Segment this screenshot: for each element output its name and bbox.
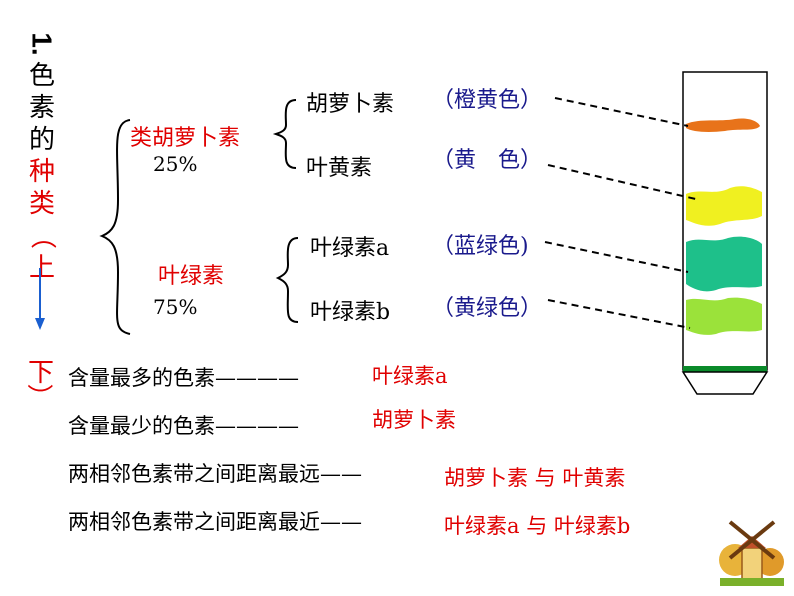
tube-bottom [681, 371, 769, 395]
direction-arrow-head [35, 318, 45, 330]
title-char: 色 [28, 61, 55, 91]
pigment-color-xanthophyll: （黄 色） [432, 148, 543, 173]
fact-statement: 含量最少的色素———— [68, 414, 299, 438]
band-carotene [686, 118, 760, 132]
pigment-name-chlorophyll-b: 叶绿素b [310, 300, 391, 325]
pigment-name-carotene: 胡萝卜素 [306, 92, 395, 117]
pigment-color-carotene: （橙黄色） [432, 88, 543, 113]
pigment-name-chlorophyll-a: 叶绿素a [310, 236, 390, 261]
vertical-title: 1. 色 素 的 种 类 （ 上 [22, 28, 62, 284]
dashed-line-carotene [554, 97, 689, 127]
carotenoids-label: 类胡萝卜素 [130, 126, 241, 151]
title-char: 类 [28, 189, 55, 219]
title-char: 素 [28, 93, 55, 123]
title-char: 的 [28, 125, 55, 155]
pigment-color-chlorophyll-a: （蓝绿色) [432, 234, 529, 259]
band-chlorophyll-b [686, 297, 762, 335]
fact-answer: 叶绿素a [372, 364, 448, 388]
windmill-icon [719, 520, 784, 586]
fact-statement: 两相邻色素带之间距离最近—— [68, 510, 362, 534]
tube-base-line [683, 366, 767, 372]
title-bottom: 下 [28, 358, 55, 388]
main-brace [99, 119, 131, 335]
pigment-color-chlorophyll-b: （黄绿色） [432, 296, 543, 321]
title-char: 种 [28, 157, 55, 187]
band-chlorophyll-a [686, 236, 762, 292]
fact-answer: 胡萝卜素 [372, 408, 456, 432]
fact-statement: 两相邻色素带之间距离最远—— [68, 462, 362, 486]
chlorophyll-brace [275, 237, 299, 323]
dashed-line-xanthophyll [547, 164, 701, 201]
carotenoids-percent: 25% [153, 152, 198, 176]
fact-answer: 叶绿素a 与 叶绿素b [444, 514, 631, 538]
title-top: 上 [28, 253, 55, 283]
carotenoid-brace [272, 99, 297, 169]
pigment-name-xanthophyll: 叶黄素 [306, 156, 373, 181]
chlorophyll-percent: 75% [153, 295, 198, 319]
dashed-line-chlorophyll-b [547, 299, 691, 329]
dashed-line-chlorophyll-a [544, 241, 689, 273]
band-xanthophyll [686, 186, 762, 226]
fact-statement: 含量最多的色素———— [68, 366, 299, 390]
chlorophyll-label: 叶绿素 [158, 264, 225, 289]
fact-answer: 胡萝卜素 与 叶黄素 [444, 466, 626, 490]
